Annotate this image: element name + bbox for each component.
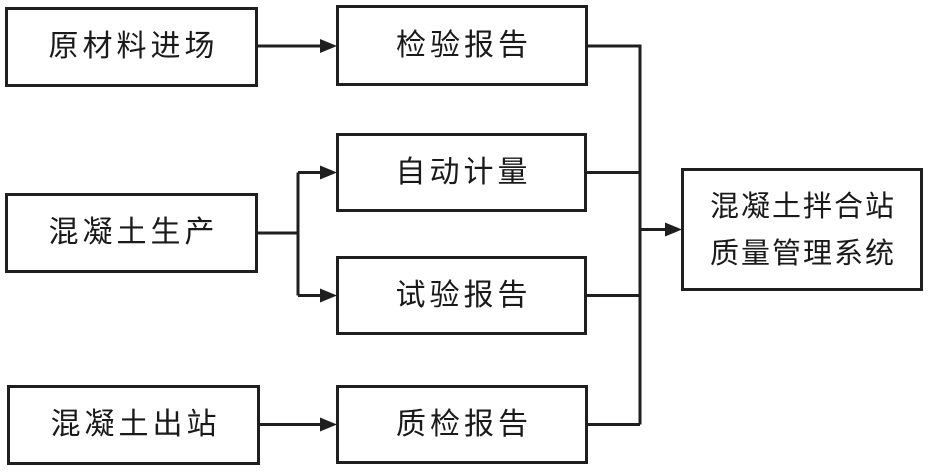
node-concrete-production: 混凝土生产: [5, 193, 258, 273]
arrowhead-icon: [320, 288, 337, 303]
node-label: 检验报告: [396, 27, 532, 63]
node-label: 混凝土出站: [50, 407, 221, 442]
arrowhead-icon: [320, 417, 337, 432]
node-inspection-report: 检验报告: [336, 5, 588, 86]
node-raw-material-entry: 原材料进场: [5, 7, 258, 87]
node-quality-management-system: 混凝土拌合站 质量管理系统: [681, 168, 923, 291]
node-test-report: 试验报告: [336, 256, 587, 335]
node-label: 混凝土生产: [48, 215, 219, 250]
arrowhead-icon: [320, 165, 337, 180]
node-concrete-exit: 混凝土出站: [7, 385, 260, 465]
arrowhead-icon: [665, 222, 682, 237]
node-label-line1: 混凝土拌合站: [709, 188, 896, 223]
node-label: 原材料进场: [48, 29, 219, 64]
node-quality-report: 质检报告: [336, 385, 588, 464]
arrowhead-icon: [320, 39, 337, 53]
node-label: 试验报告: [395, 277, 532, 313]
node-label: 自动计量: [395, 154, 532, 190]
node-label: 质检报告: [396, 406, 532, 442]
node-label-line2: 质量管理系统: [709, 235, 896, 270]
node-auto-measurement: 自动计量: [336, 133, 587, 212]
